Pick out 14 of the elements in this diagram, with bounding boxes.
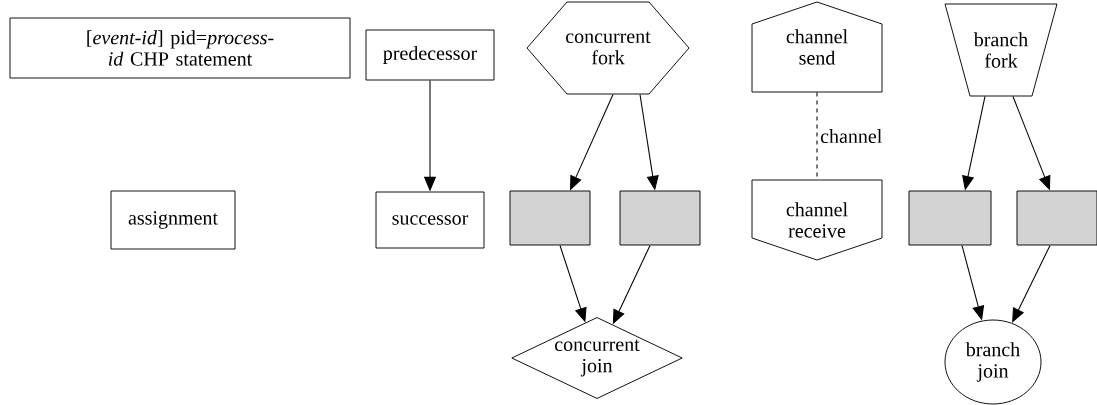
empty-box [1016, 190, 1097, 246]
send-pentagon: channel send [751, 1, 883, 93]
receive-pentagon: channel receive [751, 179, 883, 261]
empty-box [619, 190, 701, 246]
empty-box [908, 190, 992, 246]
empty-box [509, 190, 591, 246]
process-box: predecessor [365, 29, 495, 81]
fork-hexagon: concurrent fork [526, 1, 690, 95]
edge-label: channel [818, 127, 884, 145]
fork-trapezoid: branch fork [944, 3, 1058, 97]
process-box: assignment [110, 190, 236, 250]
process-box: successor [375, 191, 485, 249]
arrow [1012, 244, 1051, 323]
statement-box: [event-id] pid=process-id CHP statement [9, 17, 351, 79]
